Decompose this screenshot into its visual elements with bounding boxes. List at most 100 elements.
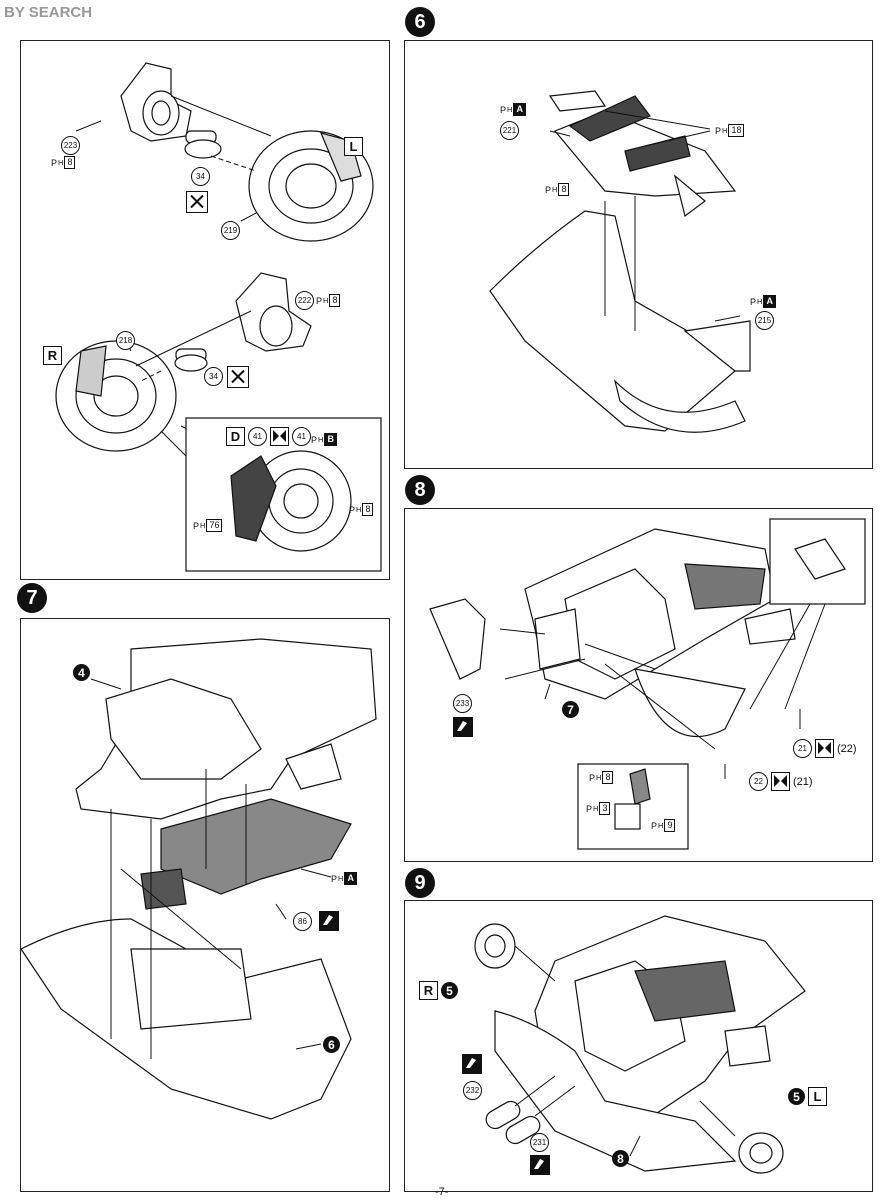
step-9-drawing xyxy=(474,915,806,1174)
paint-sub: H xyxy=(200,520,206,530)
cement-icon xyxy=(530,1155,550,1175)
part-232-label: 232 xyxy=(463,1081,482,1100)
step-7-drawing xyxy=(21,638,377,1120)
paint-prefix: P xyxy=(51,157,58,168)
paint-number: 8 xyxy=(329,294,341,307)
paint-prefix: P xyxy=(715,125,722,136)
page-number: -7- xyxy=(435,1186,449,1198)
paint-sub: H xyxy=(593,803,599,813)
no-glue-icon-a xyxy=(186,191,208,217)
decal-d-letter: D xyxy=(226,427,245,446)
cement-icon xyxy=(453,717,473,737)
part-221-number: 221 xyxy=(500,121,519,140)
step-6-drawing xyxy=(489,90,751,433)
step-7-number: 7 xyxy=(26,586,38,609)
part-34a-label: 34 xyxy=(191,167,210,186)
paint-number: 9 xyxy=(664,819,676,832)
paint-prefix: P xyxy=(589,772,596,783)
part-231-number: 231 xyxy=(530,1133,549,1152)
part-231-label: 231 xyxy=(530,1133,549,1152)
ref-4-label: 4 xyxy=(73,664,90,681)
ref-8-label: 8 xyxy=(612,1150,629,1167)
part-233-label: 233 xyxy=(453,694,472,713)
step-8-drawing xyxy=(429,518,866,850)
paint-prefix: P xyxy=(193,520,200,531)
paint-prefix: P xyxy=(545,184,552,195)
part-223-number: 223 xyxy=(61,136,80,155)
paint-number: 8 xyxy=(558,183,570,196)
cross-out-icon xyxy=(186,191,208,213)
part-233-number: 233 xyxy=(453,694,472,713)
cement-icon xyxy=(462,1054,482,1074)
paint-sub: H xyxy=(58,157,64,167)
part-22-callout: 22 (21) xyxy=(749,772,813,791)
paint-sub: H xyxy=(596,772,602,782)
part-21-callout: 21 (22) xyxy=(793,739,857,758)
side-right-marker-a: R xyxy=(43,346,62,365)
step-7-marker: 7 xyxy=(17,583,47,613)
ref-7-number: 7 xyxy=(562,701,579,718)
part-222-label: 222 xyxy=(295,291,314,310)
ref-6-number: 6 xyxy=(323,1036,340,1053)
logo-text: BY SEARCH xyxy=(4,4,93,21)
paint-sub: H xyxy=(338,873,344,883)
part-223-label: 223 xyxy=(61,136,80,155)
part-22-number: 22 xyxy=(749,772,768,791)
part-86-number: 86 xyxy=(293,912,312,931)
ref-7-label: 7 xyxy=(562,701,579,718)
side-r-letter: R xyxy=(419,981,438,1000)
site-logo: BY SEARCH xyxy=(4,4,92,21)
paint-prefix: P xyxy=(331,873,338,884)
part-218-number: 218 xyxy=(116,331,135,350)
paint-number: 8 xyxy=(362,503,374,516)
part-232-number: 232 xyxy=(463,1081,482,1100)
ref-5-number: 5 xyxy=(441,982,458,999)
step-8-number: 8 xyxy=(414,478,426,501)
side-l-letter: L xyxy=(344,137,363,156)
step-9-marker: 9 xyxy=(405,868,435,898)
side-right-callout-9: R 5 xyxy=(419,981,458,1000)
part-222-number: 222 xyxy=(295,291,314,310)
step-8-marker: 8 xyxy=(405,475,435,505)
part-218-label: 218 xyxy=(116,331,135,350)
part-86-label: 86 xyxy=(293,912,312,931)
part-215-number: 215 xyxy=(755,311,774,330)
part-34-number: 34 xyxy=(204,367,223,386)
hole-icon xyxy=(270,427,289,446)
ref-6-label: 6 xyxy=(323,1036,340,1053)
hole-icon xyxy=(771,772,790,791)
part-221-label: 221 xyxy=(500,121,519,140)
step-6-marker: 6 xyxy=(405,7,435,37)
glue-icon-step9-a xyxy=(462,1054,482,1078)
paint-prefix: P xyxy=(500,104,507,115)
paint-prefix: P xyxy=(316,295,323,306)
side-l-letter: L xyxy=(808,1087,827,1106)
cross-out-icon xyxy=(227,366,249,388)
ref-8-number: 8 xyxy=(612,1150,629,1167)
paint-prefix: P xyxy=(311,434,318,445)
brake-disc-drawing xyxy=(55,62,382,572)
step-6-number: 6 xyxy=(414,10,426,33)
paint-letter: A xyxy=(763,295,776,308)
alt-part-21: (21) xyxy=(793,775,813,788)
inset-decal-callout: D 41 41 xyxy=(226,427,311,446)
part-219-label: 219 xyxy=(221,221,240,240)
glue-icon-step9-b xyxy=(530,1155,550,1179)
paint-number: 8 xyxy=(64,156,76,169)
side-r-letter: R xyxy=(43,346,62,365)
ref-5-number: 5 xyxy=(788,1088,805,1105)
